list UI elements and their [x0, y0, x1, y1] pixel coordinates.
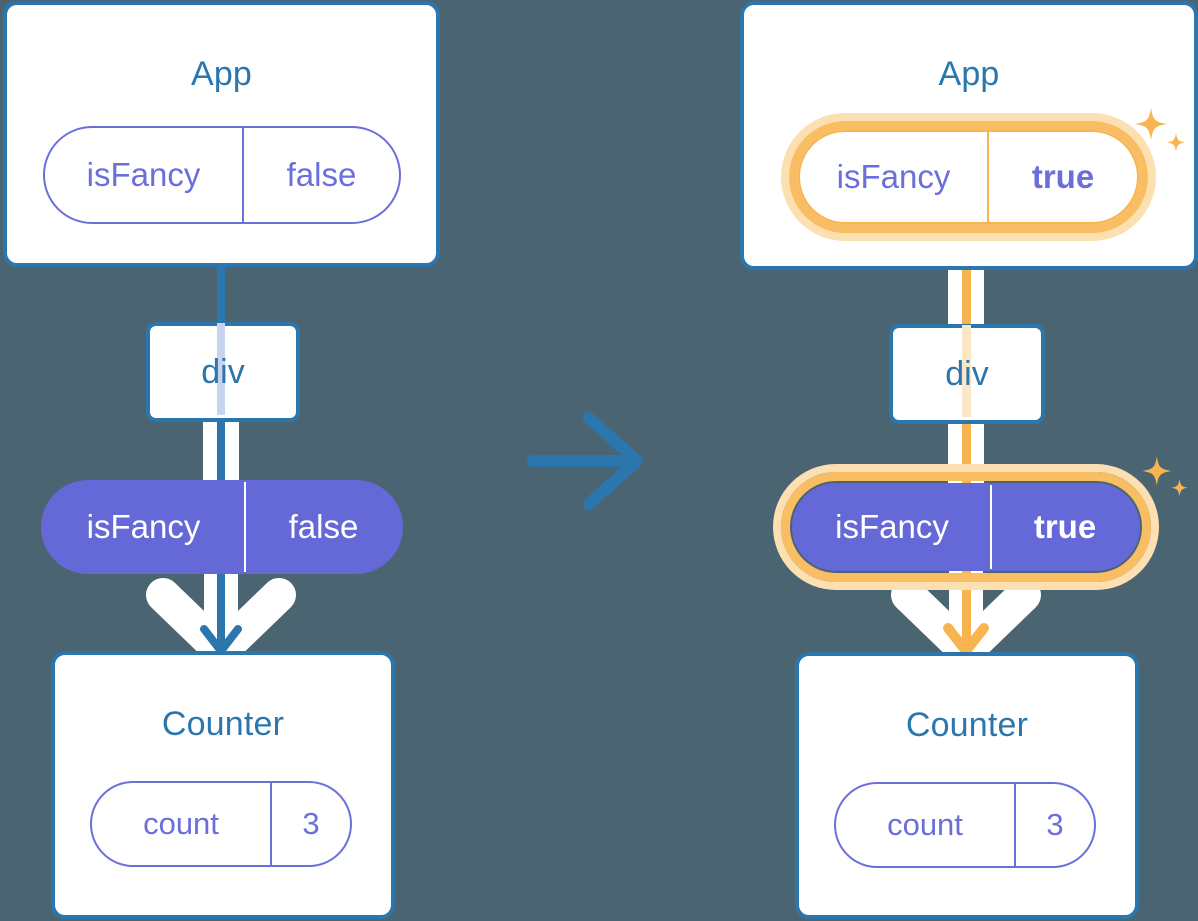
div-label-after: div: [945, 355, 989, 393]
counter-state-value-before: 3: [270, 783, 350, 865]
counter-state-pill-after: count 3: [834, 782, 1096, 868]
arrow-right-icon: [527, 412, 643, 510]
props-key-before: isFancy: [86, 508, 201, 545]
app-state-value-before: false: [242, 128, 399, 222]
div-inner-line-before: [217, 323, 225, 415]
props-pill-after: isFancy true: [792, 483, 1140, 571]
props-value-before: false: [244, 482, 401, 572]
app-state-key-after: isFancy: [836, 158, 951, 195]
div-inner-line-after: [962, 325, 971, 417]
counter-state-pill-before: count 3: [90, 781, 352, 867]
app-state-value-after: true: [987, 132, 1137, 222]
app-state-pill-after: isFancy true: [798, 130, 1139, 224]
connector-div-to-props-before: [217, 415, 225, 490]
sparkles-icon: [1142, 456, 1188, 497]
app-state-key-before: isFancy: [86, 156, 201, 193]
props-key-after: isFancy: [835, 508, 949, 545]
counter-state-key-before: count: [143, 806, 219, 841]
props-pill-before: isFancy false: [41, 480, 403, 574]
connector-div-to-props-after: [962, 417, 971, 492]
app-title-after: App: [938, 55, 1000, 93]
counter-title-before: Counter: [161, 705, 285, 743]
app-state-highlight-ring-after: [789, 121, 1148, 233]
counter-state-key-after: count: [887, 807, 963, 842]
connector-app-to-div-before: [217, 265, 225, 323]
app-state-pill-before: isFancy false: [43, 126, 401, 224]
counter-state-value-after: 3: [1014, 784, 1094, 866]
counter-title-after: Counter: [905, 706, 1029, 744]
props-value-after: true: [990, 485, 1138, 569]
div-label-before: div: [201, 353, 245, 391]
app-title-before: App: [190, 55, 253, 93]
